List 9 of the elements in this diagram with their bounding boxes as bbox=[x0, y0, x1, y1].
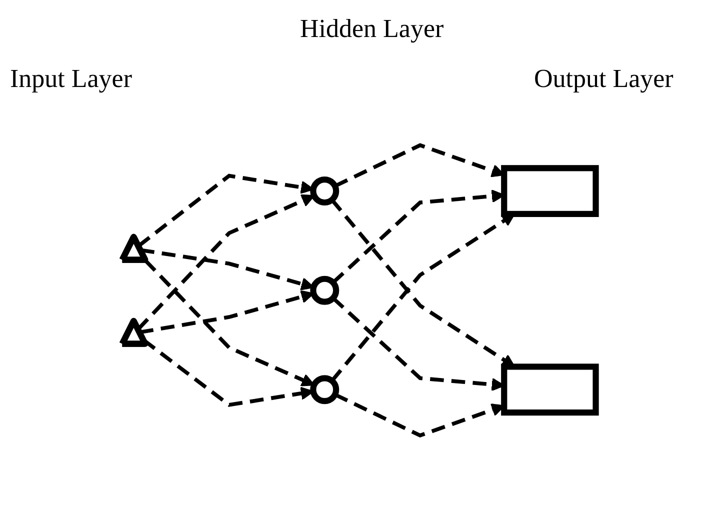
node-circle bbox=[310, 176, 340, 206]
node-box bbox=[501, 164, 599, 217]
layer-label: Output Layer bbox=[534, 64, 674, 94]
layer-label: Hidden Layer bbox=[300, 14, 444, 44]
layer-label: Input Layer bbox=[10, 64, 132, 94]
node-box bbox=[501, 363, 599, 416]
node-circle bbox=[310, 374, 340, 404]
node-circle bbox=[310, 275, 340, 304]
arrow bbox=[144, 258, 315, 386]
